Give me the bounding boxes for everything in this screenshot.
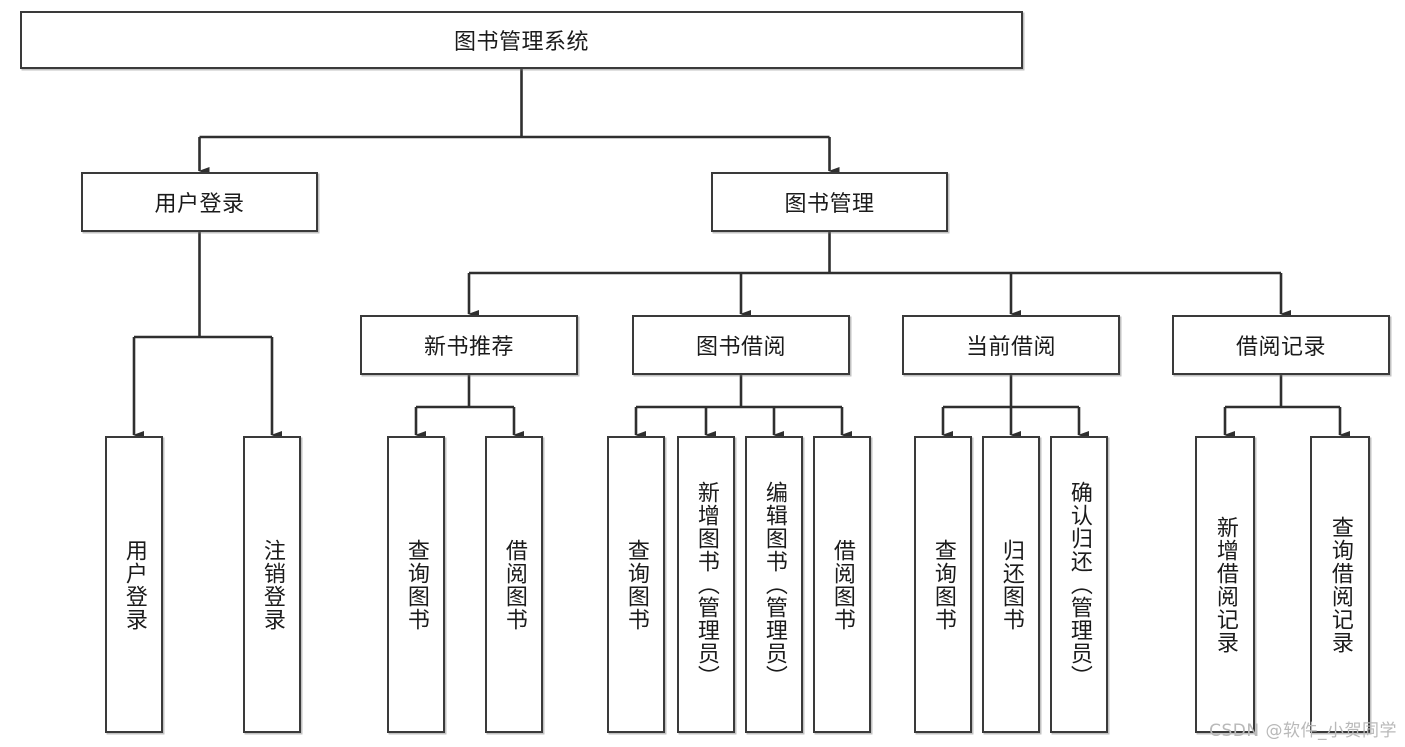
leaf-query-book-current[interactable]: 查询图书 (914, 436, 972, 733)
leaf-logout[interactable]: 注销登录 (243, 436, 301, 733)
leaf-logout-label: 注销登录 (259, 538, 285, 631)
leaf-query-book[interactable]: 查询图书 (607, 436, 665, 733)
node-book-management-label: 图书管理 (784, 192, 875, 217)
node-user-login[interactable]: 用户登录 (81, 172, 318, 232)
node-current-borrow[interactable]: 当前借阅 (902, 315, 1120, 375)
leaf-edit-book-admin-label: 编辑图书（管理员） (761, 481, 787, 688)
leaf-query-borrow-record-label: 查询借阅记录 (1327, 515, 1353, 654)
leaf-query-book-label: 查询图书 (623, 538, 649, 631)
node-book-management[interactable]: 图书管理 (711, 172, 948, 232)
leaf-return-book-label: 归还图书 (998, 538, 1024, 631)
leaf-query-book-recommend[interactable]: 查询图书 (387, 436, 445, 733)
node-root[interactable]: 图书管理系统 (20, 11, 1023, 69)
leaf-add-borrow-record-label: 新增借阅记录 (1212, 515, 1238, 654)
node-root-label: 图书管理系统 (453, 30, 589, 55)
node-new-book-recommend[interactable]: 新书推荐 (360, 315, 578, 375)
node-book-borrow[interactable]: 图书借阅 (632, 315, 850, 375)
leaf-edit-book-admin[interactable]: 编辑图书（管理员） (745, 436, 803, 733)
node-current-borrow-label: 当前借阅 (965, 335, 1056, 360)
node-borrow-record-label: 借阅记录 (1235, 335, 1326, 360)
leaf-borrow-book[interactable]: 借阅图书 (813, 436, 871, 733)
node-borrow-record[interactable]: 借阅记录 (1172, 315, 1390, 375)
leaf-borrow-book-recommend[interactable]: 借阅图书 (485, 436, 543, 733)
leaf-add-book-admin-label: 新增图书（管理员） (693, 481, 719, 688)
leaf-borrow-book-recommend-label: 借阅图书 (501, 538, 527, 631)
node-user-login-label: 用户登录 (154, 192, 245, 217)
leaf-add-borrow-record[interactable]: 新增借阅记录 (1195, 436, 1255, 733)
leaf-confirm-return-admin[interactable]: 确认归还（管理员） (1050, 436, 1108, 733)
leaf-query-book-recommend-label: 查询图书 (403, 538, 429, 631)
leaf-return-book[interactable]: 归还图书 (982, 436, 1040, 733)
leaf-query-borrow-record[interactable]: 查询借阅记录 (1310, 436, 1370, 733)
leaf-query-book-current-label: 查询图书 (930, 538, 956, 631)
leaf-user-login[interactable]: 用户登录 (105, 436, 163, 733)
leaf-borrow-book-label: 借阅图书 (829, 538, 855, 631)
leaf-confirm-return-admin-label: 确认归还（管理员） (1066, 481, 1092, 688)
leaf-add-book-admin[interactable]: 新增图书（管理员） (677, 436, 735, 733)
leaf-user-login-label: 用户登录 (121, 538, 147, 631)
node-new-book-recommend-label: 新书推荐 (423, 335, 514, 360)
node-book-borrow-label: 图书借阅 (695, 335, 786, 360)
